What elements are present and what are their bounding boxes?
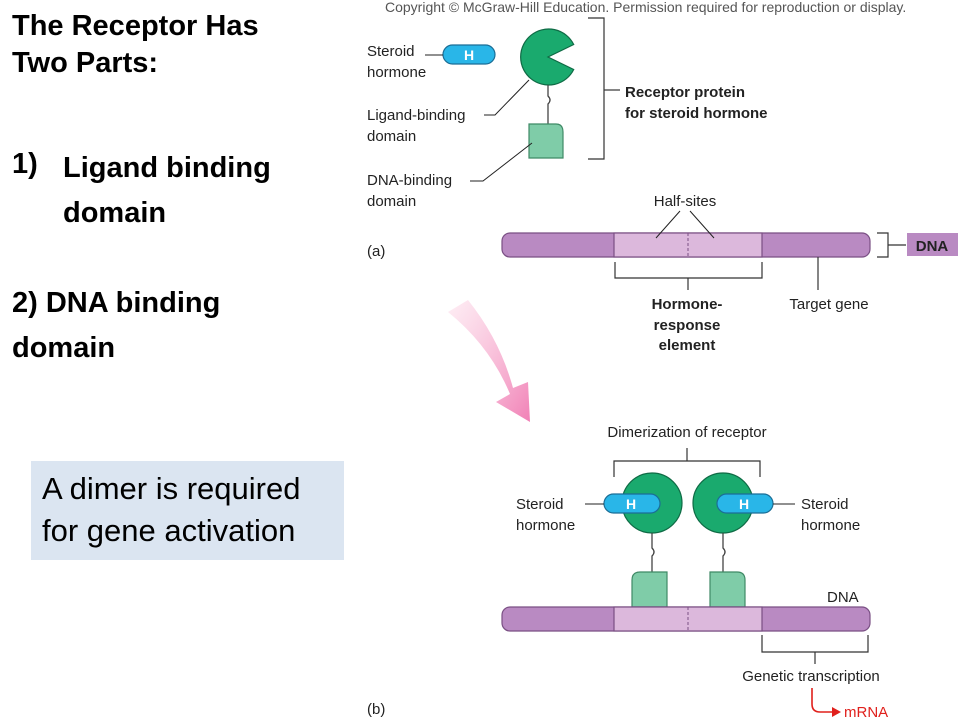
panel-b-dimerization-label: Dimerization of receptor	[607, 424, 766, 441]
panel-a-hre-label-3: element	[659, 337, 716, 354]
list-item-1-number: 1)	[12, 148, 38, 180]
list-item-1-line-2: domain	[63, 197, 167, 229]
panel-a-dna-binding-domain	[528, 123, 564, 159]
dimer-callout-box: A dimer is required for gene activation	[31, 461, 344, 560]
panel-a-steroid-label-2: hormone	[367, 64, 426, 81]
copyright-notice: Copyright © McGraw-Hill Education. Permi…	[385, 0, 907, 15]
title-line-2: Two Parts:	[12, 47, 159, 79]
panel-a-ligand-label-1: Ligand-binding	[367, 107, 465, 124]
panel-b-right-hormone-letter: H	[739, 496, 749, 512]
panel-a-ligand-binding-domain	[520, 28, 575, 86]
list-item-2-line-1: 2) DNA binding	[12, 287, 221, 319]
panel-a-dna-tag-label: DNA	[916, 238, 949, 255]
panel-b-dimer-bracket	[613, 460, 761, 477]
panel-b-label: (b)	[367, 701, 385, 718]
panel-b-right-hormone: H	[716, 493, 774, 514]
panel-b-right-dna-binding-domain	[709, 571, 746, 608]
panel-a-receptor-label-2: for steroid hormone	[625, 105, 768, 122]
panel-a-hormone-letter: H	[464, 47, 474, 63]
panel-b-right-hormone-label-2: hormone	[801, 517, 860, 534]
callout-line-1: A dimer is required	[42, 471, 301, 506]
panel-a-dna-tag	[907, 233, 958, 256]
panel-a-dnabinding-label-2: domain	[367, 193, 416, 210]
panel-b-mrna-label: mRNA	[844, 704, 888, 720]
panel-b-left-hormone-label-1: Steroid	[516, 496, 564, 513]
list-item-2-line-2: domain	[12, 332, 116, 364]
panel-b-right-hormone-label-1: Steroid	[801, 496, 849, 513]
mrna-arrow-icon	[811, 688, 832, 713]
panel-a-ligand-label-2: domain	[367, 128, 416, 145]
panel-a-steroid-label-1: Steroid	[367, 43, 415, 60]
panel-a-target-gene-label: Target gene	[789, 296, 868, 313]
slide-title: The Receptor Has Two Parts:	[12, 8, 332, 82]
panel-b-dna-label: DNA	[827, 589, 859, 606]
panel-b-left-dna-binding-domain	[631, 571, 668, 608]
panel-b-left-hormone: H	[603, 493, 661, 514]
list-item-1-line-1: Ligand binding	[63, 152, 271, 184]
panel-a-label: (a)	[367, 243, 385, 260]
panel-a-hre-label-2: response	[654, 317, 721, 334]
panel-a-dna-strand	[501, 232, 871, 258]
list-item-2: 2) DNA binding domain	[12, 281, 312, 371]
panel-a-hre-label-1: Hormone-	[652, 296, 723, 313]
title-line-1: The Receptor Has	[12, 10, 259, 42]
panel-a-receptor-label-1: Receptor protein	[625, 84, 745, 101]
panel-b-dna-strand	[501, 606, 871, 632]
panel-a-receptor-bracket	[588, 17, 605, 160]
panel-a-dnabinding-label-1: DNA-binding	[367, 172, 452, 189]
list-item-1: Ligand binding domain	[63, 146, 323, 236]
panel-a-half-sites-label: Half-sites	[654, 193, 717, 210]
panel-b-left-hormone-letter: H	[626, 496, 636, 512]
panel-b-transcription-label: Genetic transcription	[742, 668, 880, 685]
transition-arrow-icon	[448, 300, 530, 422]
panel-a-hormone: H	[425, 44, 496, 65]
callout-line-2: for gene activation	[42, 513, 296, 548]
panel-b-left-hormone-label-2: hormone	[516, 517, 575, 534]
